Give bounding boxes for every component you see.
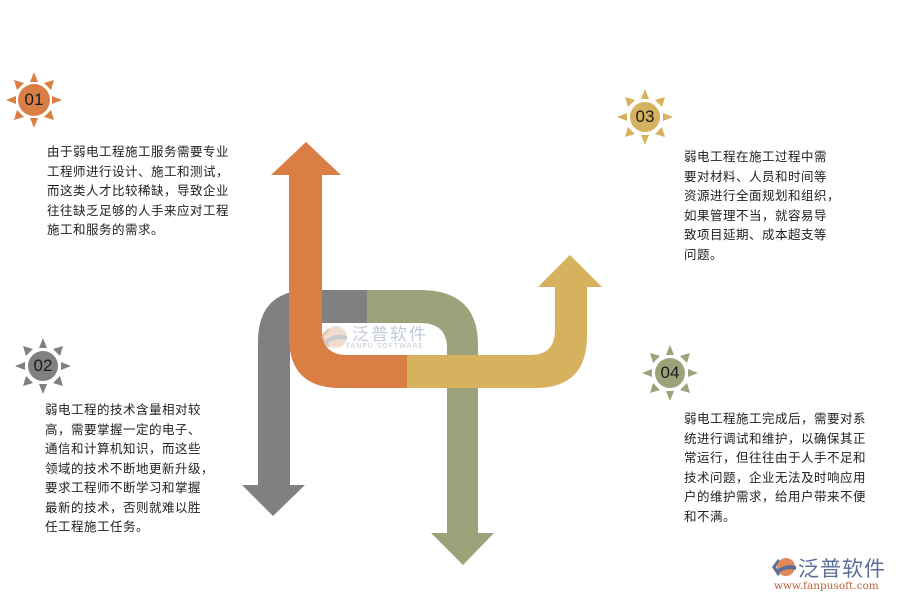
step-03-badge: 03 — [615, 87, 675, 147]
step-number: 03 — [635, 107, 655, 126]
sun-badge-icon — [15, 338, 71, 394]
olive-arrow-icon — [367, 290, 494, 565]
logo-url: www.fanpusoft.com — [774, 580, 879, 592]
orange-arrow-icon — [271, 142, 407, 388]
step-04-badge: 04 — [640, 343, 700, 403]
fanpu-logo-icon — [772, 558, 796, 576]
watermark-en: FANPU SOFTWARE — [346, 342, 424, 350]
fanpu-logo: 泛普软件 www.fanpusoft.com — [770, 553, 895, 597]
step-01-description: 由于弱电工程施工服务需要专业 工程师进行设计、施工和测试， 而这类人才比较稀缺，… — [47, 144, 230, 237]
fanpu-logo-icon — [320, 326, 347, 348]
step-04-description: 弱电工程施工完成后，需要对系 统进行调试和维护，以确保其正 常运行，但往往由于人… — [684, 411, 867, 524]
step-02-description: 弱电工程的技术含量相对较 高，需要掌握一定的电子、 通信和计算机知识，而这些 领… — [45, 402, 215, 534]
sun-badge-icon — [642, 345, 698, 401]
sun-badge-icon — [617, 89, 673, 145]
step-03-description: 弱电工程在施工过程中需 要对材料、人员和时间等 资源进行全面规划和组织， 如果管… — [684, 149, 841, 262]
watermark: 泛普软件 FANPU SOFTWARE — [316, 320, 446, 356]
step-number: 01 — [24, 90, 44, 109]
step-01-badge: 01 — [4, 70, 64, 130]
gray-arrow-icon — [242, 290, 367, 516]
step-number: 04 — [660, 363, 680, 382]
sun-badge-icon — [6, 72, 62, 128]
step-02-badge: 02 — [13, 336, 73, 396]
logo-text: 泛普软件 — [798, 557, 886, 581]
yellow-arrow-icon — [407, 255, 602, 388]
step-number: 02 — [33, 356, 53, 375]
watermark-cn: 泛普软件 — [352, 325, 428, 345]
